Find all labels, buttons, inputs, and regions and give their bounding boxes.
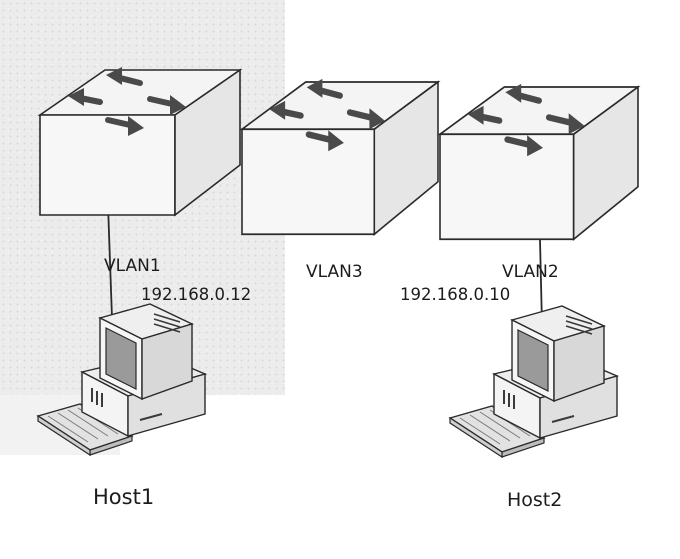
desktop-computer-icon xyxy=(449,305,618,458)
vlan3-label: VLAN3 xyxy=(306,262,363,282)
desktop-computer-icon xyxy=(37,303,206,456)
host1-ip-label: 192.168.0.12 xyxy=(141,285,252,304)
host2-label: Host2 xyxy=(507,489,563,511)
network-switch-icon xyxy=(40,67,240,215)
link-switch3-host2 xyxy=(539,239,543,326)
network-switch-icon xyxy=(440,84,638,239)
vlan1-label: VLAN1 xyxy=(104,256,161,276)
vlan2-label: VLAN2 xyxy=(502,262,559,282)
link-switch1-host1 xyxy=(107,204,113,319)
connection-lines xyxy=(107,204,543,326)
network-switch-icon xyxy=(242,79,438,234)
host2-ip-label: 192.168.0.10 xyxy=(400,285,511,304)
host1-label: Host1 xyxy=(93,485,155,509)
